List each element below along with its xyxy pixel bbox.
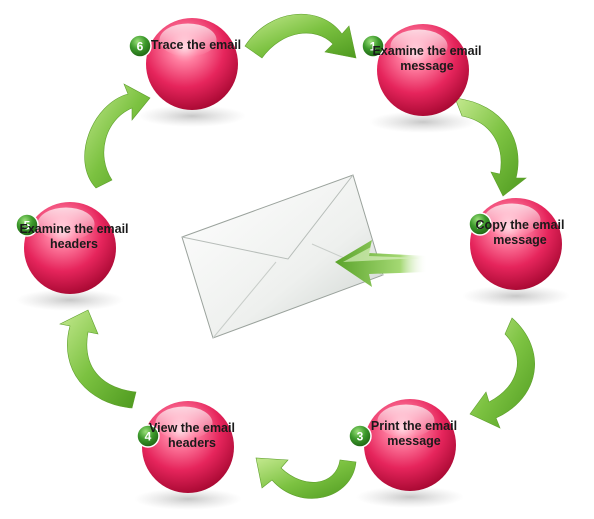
arrow-2-to-3 bbox=[469, 317, 535, 429]
node-shadow bbox=[369, 111, 477, 133]
node-gloss bbox=[37, 207, 95, 241]
step-number-badge: 1 bbox=[361, 34, 385, 58]
step-label-5: Examine the email headers bbox=[19, 221, 129, 252]
step-number-badge: 4 bbox=[136, 424, 160, 448]
step-number: 3 bbox=[357, 430, 364, 444]
step-number-badge: 5 bbox=[15, 213, 39, 237]
arrow-5-to-6 bbox=[84, 83, 151, 189]
step-number-badge: 2 bbox=[468, 212, 492, 236]
step-node-6: 6 bbox=[128, 18, 246, 127]
step-number-badge: 3 bbox=[348, 424, 372, 448]
node-shadow bbox=[134, 488, 242, 510]
step-label-3: Print the email message bbox=[370, 418, 458, 449]
cycle-nodes: 1 2 3 4 5 6 bbox=[15, 18, 570, 510]
step-number: 6 bbox=[137, 40, 144, 54]
node-shadow bbox=[462, 285, 570, 307]
step-node-5: 5 bbox=[15, 202, 124, 311]
node-shadow bbox=[356, 486, 464, 508]
step-node-2: 2 bbox=[462, 198, 570, 307]
step-node-3: 3 bbox=[348, 399, 464, 508]
step-label-6: Trace the email bbox=[150, 37, 242, 52]
node-gloss bbox=[377, 404, 435, 438]
cycle-arrows bbox=[59, 13, 535, 499]
step-label-4: View the email headers bbox=[149, 420, 235, 451]
node-shadow bbox=[16, 289, 124, 311]
incoming-arrow-icon bbox=[335, 240, 428, 287]
step-label-2: Copy the email message bbox=[475, 217, 565, 248]
node-gloss bbox=[390, 29, 448, 63]
arrow-1-to-2 bbox=[454, 97, 527, 197]
step-number-badge: 6 bbox=[128, 34, 152, 58]
step-node-1: 1 bbox=[361, 24, 477, 133]
node-gloss bbox=[159, 23, 217, 57]
step-number: 2 bbox=[477, 218, 484, 232]
node-gloss bbox=[483, 203, 541, 237]
arrow-4-to-5 bbox=[59, 309, 137, 409]
arrow-6-to-1 bbox=[244, 13, 357, 59]
step-label-1: Examine the email message bbox=[372, 43, 482, 74]
arrow-3-to-4 bbox=[255, 457, 357, 499]
step-number: 1 bbox=[370, 40, 377, 54]
step-node-4: 4 bbox=[134, 401, 242, 510]
step-number: 4 bbox=[145, 430, 152, 444]
step-number: 5 bbox=[24, 219, 31, 233]
node-shadow bbox=[138, 105, 246, 127]
node-gloss bbox=[155, 406, 213, 440]
